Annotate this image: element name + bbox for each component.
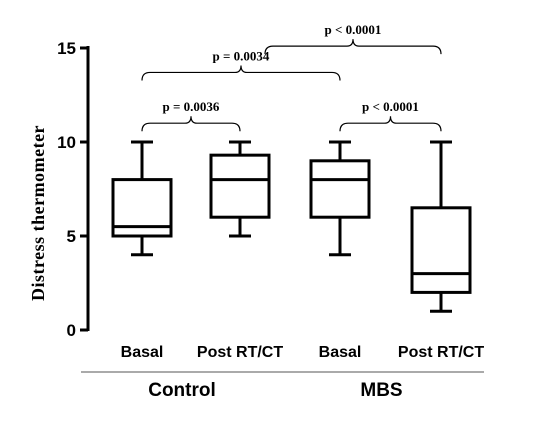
group-label: Control	[148, 380, 216, 401]
p-value-label: p < 0.0001	[325, 22, 382, 37]
y-tick-label: 0	[67, 321, 76, 340]
p-value-label: p = 0.0034	[213, 48, 270, 63]
significance-bracket	[141, 65, 341, 81]
group-label: MBS	[360, 380, 402, 401]
significance-bracket	[339, 116, 442, 132]
y-tick-label: 5	[67, 227, 76, 246]
p-value-label: p < 0.0001	[362, 99, 419, 114]
x-category-label: Basal	[319, 344, 362, 361]
p-value-label: p = 0.0036	[163, 99, 220, 114]
box-iqr	[111, 178, 173, 238]
y-axis-label: Distress thermometer	[28, 125, 48, 301]
box-iqr	[410, 206, 472, 294]
box-iqr	[309, 159, 371, 219]
y-tick-label: 10	[57, 133, 76, 152]
x-category-label: Basal	[121, 344, 164, 361]
x-category-label: Post RT/CT	[398, 344, 484, 361]
significance-bracket	[141, 116, 241, 132]
box-iqr	[209, 153, 271, 219]
significance-bracket	[264, 39, 442, 55]
y-tick-label: 15	[57, 39, 76, 58]
x-category-label: Post RT/CT	[197, 344, 283, 361]
